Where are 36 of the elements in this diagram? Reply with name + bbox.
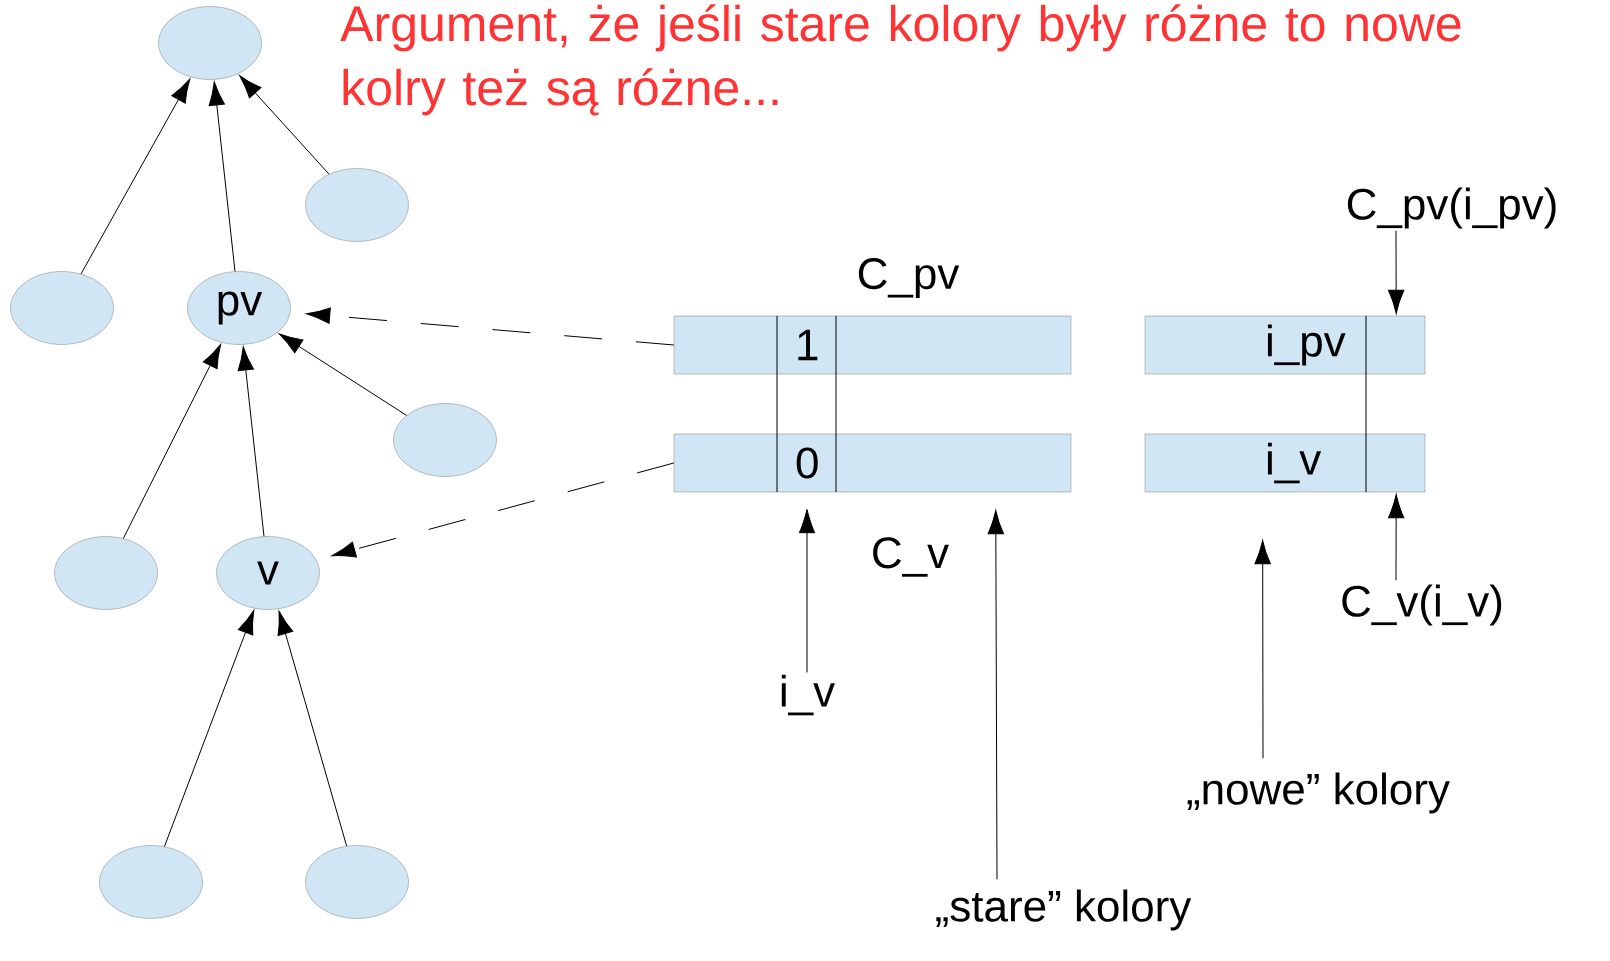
arrow <box>306 307 675 346</box>
arrow <box>1387 230 1405 314</box>
empty-tree-node <box>393 403 497 477</box>
array-row: 1 <box>673 315 1072 375</box>
empty-tree-node <box>10 271 114 345</box>
arrow <box>331 462 675 558</box>
array-row: 0 <box>673 433 1072 493</box>
empty-tree-node <box>305 845 409 919</box>
empty-tree-node <box>158 6 262 80</box>
array-label: C_pv <box>858 258 960 298</box>
arrow <box>798 509 816 673</box>
arrow <box>122 344 222 539</box>
array-label: C_v <box>873 537 949 577</box>
arrow <box>987 510 1004 880</box>
text-label: „nowe” kolory <box>1187 772 1450 814</box>
empty-tree-node <box>54 536 158 610</box>
arrow <box>237 346 265 537</box>
text-label: C_pv(i_pv) <box>1347 187 1556 229</box>
arrow <box>239 75 330 175</box>
text-label: C_v(i_v) <box>1342 584 1502 626</box>
tree-node: v <box>216 536 320 610</box>
arrow <box>1387 494 1405 581</box>
text-label: „stare” kolory <box>936 889 1192 931</box>
array-row: i_pv <box>1144 315 1426 375</box>
arrow <box>277 610 348 847</box>
array-row: i_v <box>1144 433 1426 493</box>
title: Argument, że jeśli stare kolory były różne to nowe kolry też są różne... <box>340 4 1461 116</box>
arrow <box>80 78 191 275</box>
arrow <box>1254 540 1271 759</box>
arrow <box>208 81 236 272</box>
tree-node: pv <box>187 271 291 345</box>
arrow <box>163 610 255 848</box>
text-label: i_v <box>781 674 835 716</box>
empty-tree-node <box>305 168 409 242</box>
empty-tree-node <box>99 845 203 919</box>
arrow <box>278 333 408 416</box>
